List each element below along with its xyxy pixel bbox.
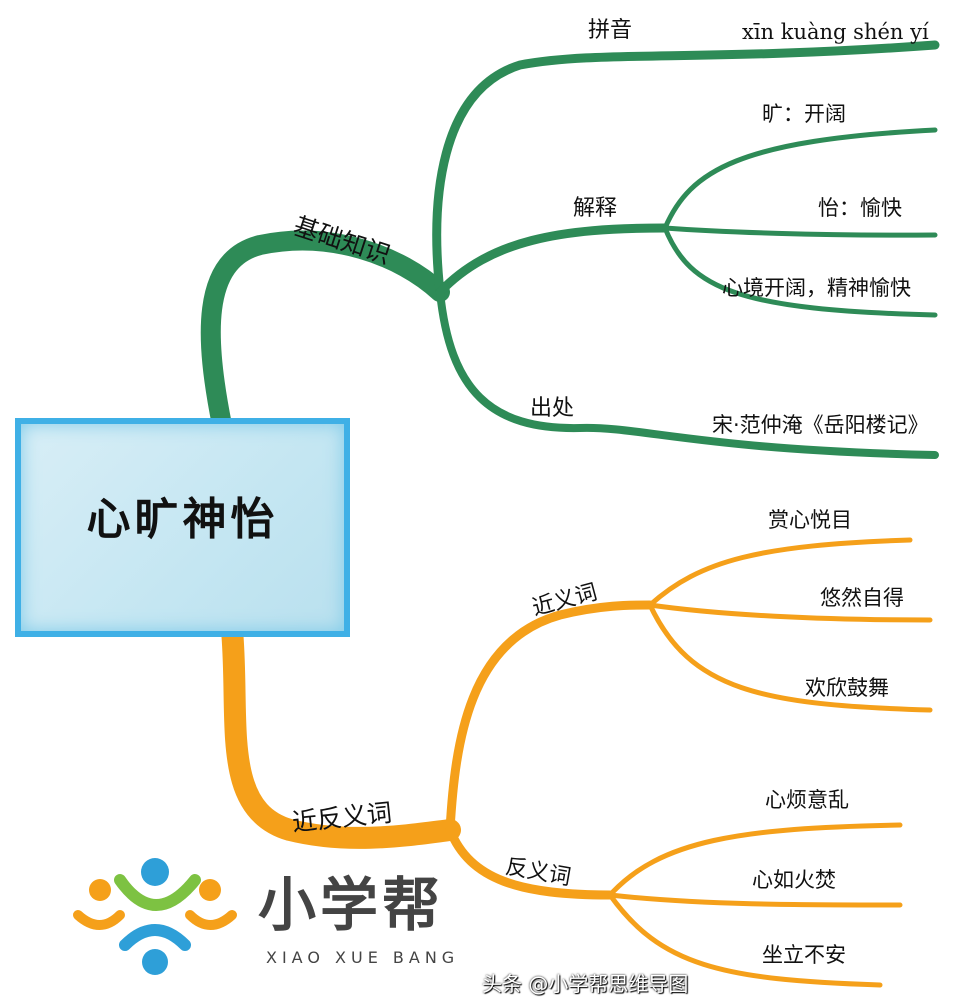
line-ant-2 bbox=[607, 892, 903, 908]
logo-icon bbox=[73, 858, 237, 975]
leaf-source[interactable]: 宋·范仲淹《岳阳楼记》 bbox=[712, 413, 929, 437]
line-pinyin bbox=[432, 40, 940, 297]
line-syn-3 bbox=[647, 602, 933, 713]
line-synonyms bbox=[445, 600, 655, 835]
line-kuang bbox=[662, 127, 938, 231]
leaf-explain-3[interactable]: 心境开阔，精神愉快 bbox=[722, 276, 911, 300]
leaf-explain-2[interactable]: 怡：愉快 bbox=[818, 196, 902, 220]
node-explain[interactable]: 解释 bbox=[573, 196, 618, 221]
logo-subtitle: XIAO XUE BANG bbox=[266, 948, 460, 967]
leaf-synonym-3[interactable]: 欢欣鼓舞 bbox=[805, 676, 889, 700]
leaf-synonym-1[interactable]: 赏心悦目 bbox=[768, 508, 852, 532]
line-mood bbox=[662, 225, 938, 318]
basic-branch-lines bbox=[200, 40, 940, 459]
trunk-basic bbox=[200, 230, 450, 435]
line-antonyms bbox=[445, 825, 615, 900]
line-source bbox=[436, 288, 939, 459]
leaf-antonym-2[interactable]: 心如火焚 bbox=[752, 868, 836, 892]
leaf-antonym-3[interactable]: 坐立不安 bbox=[762, 943, 846, 967]
words-branch-lines bbox=[221, 537, 933, 988]
watermark: 头条 @小学帮思维导图 bbox=[482, 972, 689, 996]
line-syn-1 bbox=[647, 537, 913, 608]
central-topic[interactable]: 心旷神怡 bbox=[15, 418, 350, 637]
line-ant-3 bbox=[607, 892, 883, 988]
node-source[interactable]: 出处 bbox=[530, 396, 575, 421]
logo-name: 小学帮 bbox=[258, 871, 445, 939]
leaf-explain-1[interactable]: 旷：开阔 bbox=[762, 102, 846, 126]
line-yi bbox=[662, 225, 938, 238]
node-pinyin[interactable]: 拼音 bbox=[588, 18, 633, 43]
leaf-antonym-1[interactable]: 心烦意乱 bbox=[765, 788, 849, 812]
leaf-pinyin[interactable]: xīn kuàng shén yí bbox=[742, 20, 929, 44]
central-topic-title: 心旷神怡 bbox=[86, 494, 279, 545]
trunk-words bbox=[221, 619, 461, 849]
leaf-synonym-2[interactable]: 悠然自得 bbox=[820, 586, 904, 610]
line-explain bbox=[435, 223, 670, 297]
line-syn-2 bbox=[647, 602, 933, 623]
line-ant-1 bbox=[607, 822, 903, 898]
